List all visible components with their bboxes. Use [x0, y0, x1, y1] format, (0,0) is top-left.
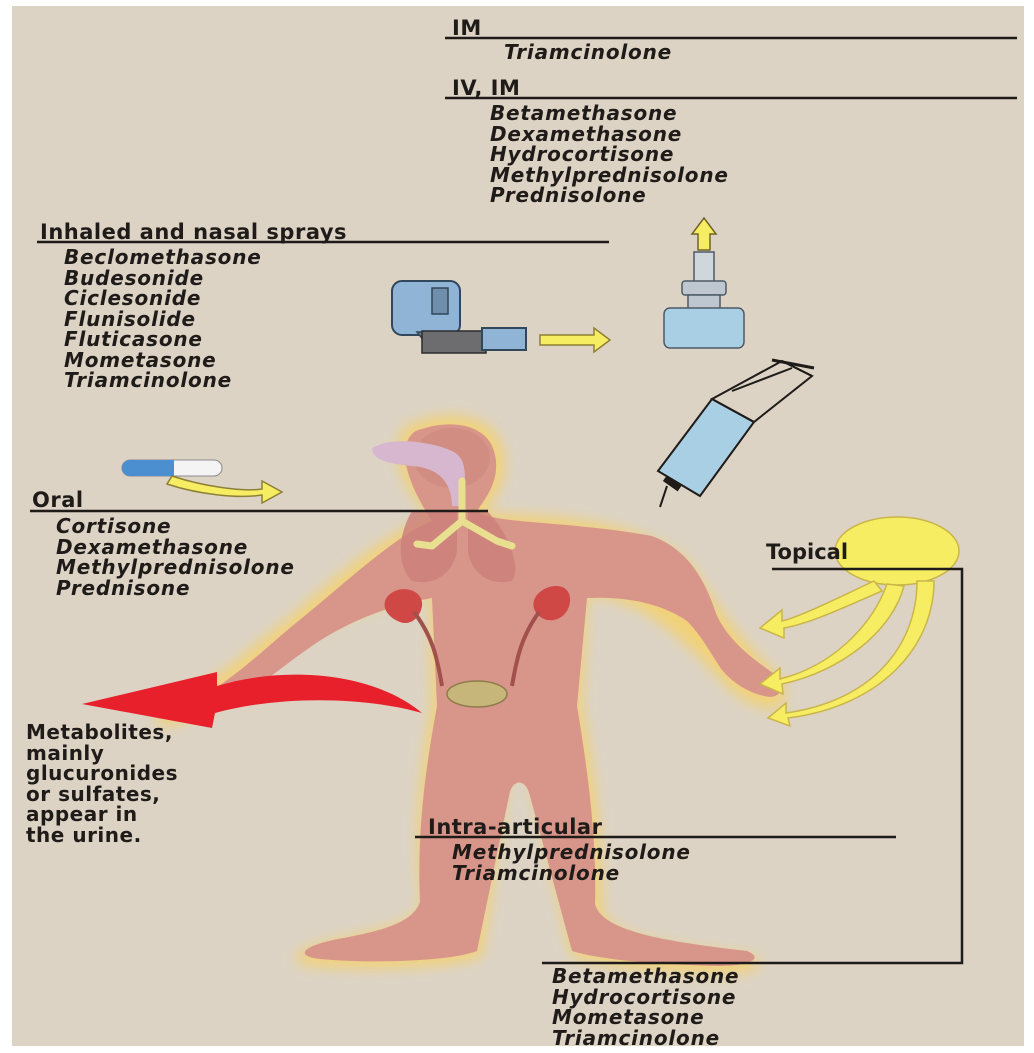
diagram-canvas: IM Triamcinolone IV, IM Betamethasone De… [12, 6, 1024, 1046]
pill-arrow-icon [167, 476, 282, 503]
inhaler-icon [392, 281, 526, 353]
drug-item: Mometasone [552, 1007, 739, 1028]
drug-item: Betamethasone [552, 966, 739, 987]
heading-intra-articular: Intra-articular [428, 817, 602, 839]
drug-item: Cortisone [56, 516, 295, 537]
drug-item: Mometasone [64, 350, 262, 371]
syringe-icon [658, 360, 814, 507]
metabolites-line: glucuronides [26, 763, 178, 784]
drug-list-intra-articular: Methylprednisolone Triamcinolone [452, 842, 691, 883]
drug-item: Methylprednisolone [56, 557, 295, 578]
drug-item: Methylprednisolone [490, 165, 729, 186]
drug-item: Hydrocortisone [490, 144, 729, 165]
drug-list-inhaled: Beclomethasone Budesonide Ciclesonide Fl… [64, 247, 262, 391]
metabolites-line: or sulfates, [26, 784, 178, 805]
heading-im: IM [452, 18, 482, 40]
drug-list-topical: Betamethasone Hydrocortisone Mometasone … [552, 966, 739, 1046]
drug-item: Prednisone [56, 578, 295, 599]
drug-item: Hydrocortisone [552, 987, 739, 1008]
drug-item: Budesonide [64, 268, 262, 289]
drug-item: Triamcinolone [552, 1028, 739, 1047]
heading-oral: Oral [32, 490, 84, 512]
metabolites-line: Metabolites, [26, 722, 178, 743]
drug-list-oral: Cortisone Dexamethasone Methylprednisolo… [56, 516, 295, 598]
heading-topical: Topical [766, 540, 848, 564]
heading-inhaled-nasal: Inhaled and nasal sprays [40, 222, 347, 244]
metabolites-line: appear in [26, 804, 178, 825]
metabolites-line: the urine. [26, 825, 178, 846]
pill-icon [122, 460, 222, 476]
drug-item: Triamcinolone [64, 370, 262, 391]
drug-item: Ciclesonide [64, 288, 262, 309]
drug-list-im: Triamcinolone [504, 42, 672, 63]
drug-item: Fluticasone [64, 329, 262, 350]
metabolites-line: mainly [26, 743, 178, 764]
drug-item: Triamcinolone [504, 42, 672, 63]
nasal-spray-icon [664, 218, 744, 348]
metabolites-note: Metabolites, mainly glucuronides or sulf… [26, 722, 178, 845]
drug-item: Dexamethasone [56, 537, 295, 558]
drug-item: Beclomethasone [64, 247, 262, 268]
drug-item: Betamethasone [490, 103, 729, 124]
drug-item: Methylprednisolone [452, 842, 691, 863]
drug-item: Triamcinolone [452, 863, 691, 884]
drug-item: Prednisolone [490, 185, 729, 206]
inhaler-arrow-icon [540, 328, 610, 352]
topical-bracket [542, 569, 962, 963]
drug-list-iv-im: Betamethasone Dexamethasone Hydrocortiso… [490, 103, 729, 206]
heading-iv-im: IV, IM [452, 78, 520, 100]
drug-item: Dexamethasone [490, 124, 729, 145]
drug-item: Flunisolide [64, 309, 262, 330]
